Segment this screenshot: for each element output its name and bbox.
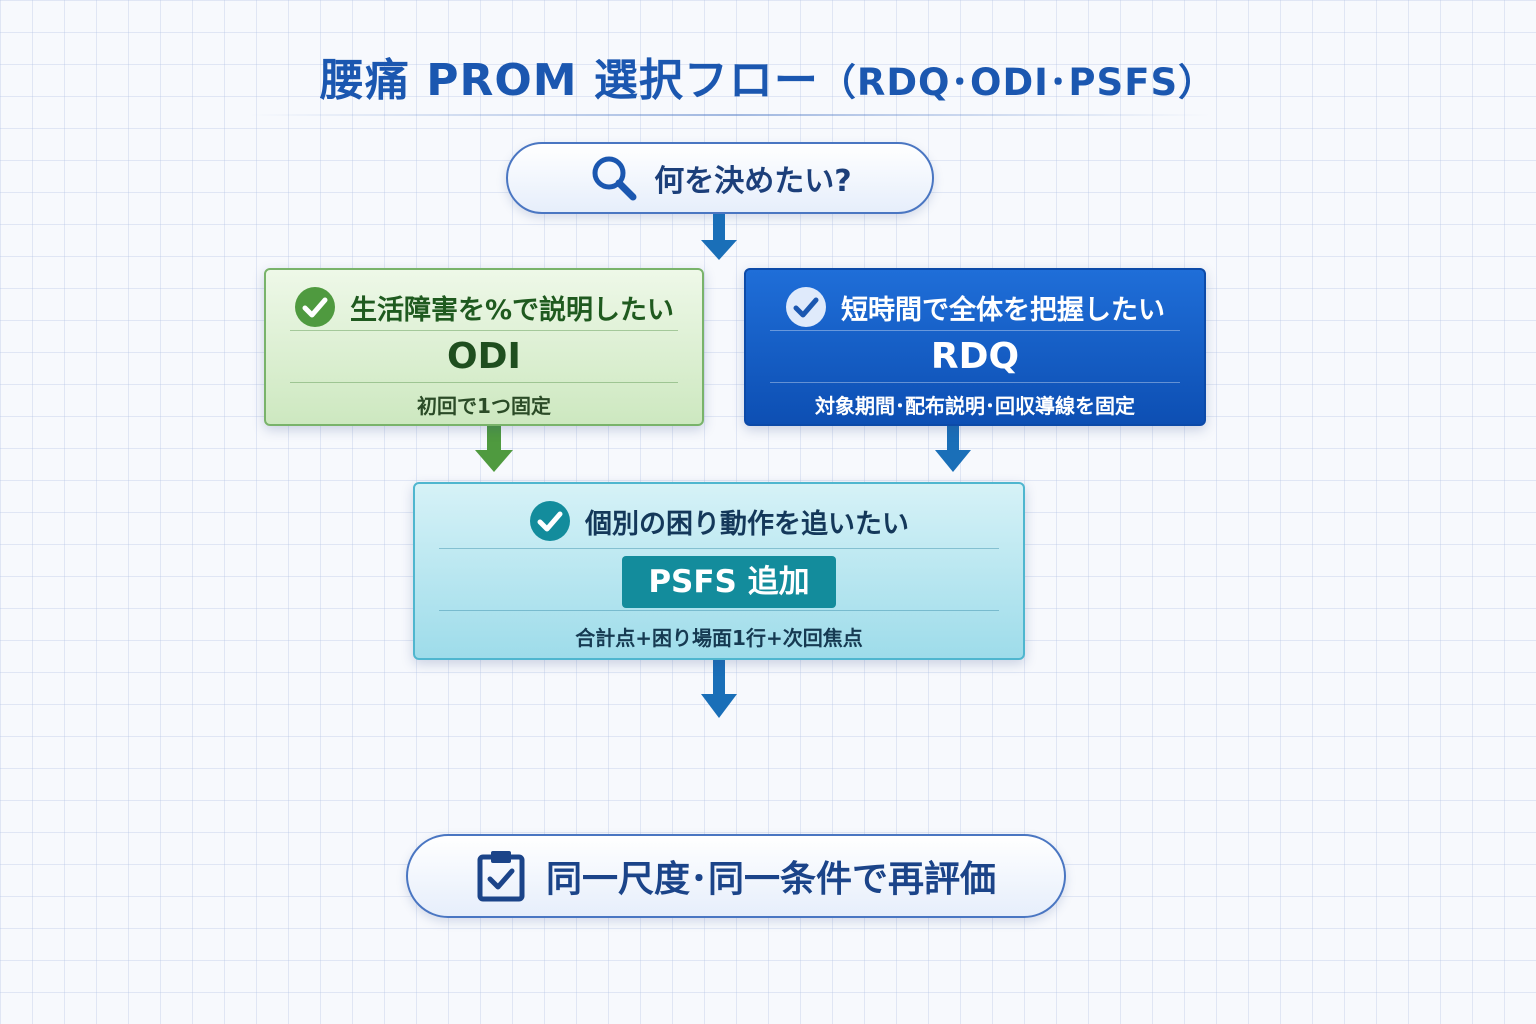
psfs-card: 個別の困り動作を追いたい PSFS 追加 合計点+困り場面1行+次回焦点 [413, 482, 1025, 660]
check-circle-icon [530, 501, 570, 541]
rdq-divider-2 [770, 382, 1180, 383]
odi-card: 生活障害を%で説明したい ODI 初回で1つ固定 [264, 268, 704, 426]
arrow-question-down [701, 214, 737, 260]
rdq-divider [770, 330, 1180, 331]
rdq-tool: RDQ [930, 336, 1020, 377]
check-circle-icon [786, 287, 826, 327]
odi-divider [290, 330, 678, 331]
arrow-psfs-down [701, 660, 737, 718]
rdq-header: 短時間で全体を把握したい [746, 284, 1204, 330]
rdq-heading: 短時間で全体を把握したい [841, 294, 1165, 326]
arrow-odi-to-psfs [475, 426, 513, 472]
outcome-label: 同一尺度･同一条件で再評価 [545, 859, 996, 900]
clipboard-check-icon [477, 851, 525, 902]
odi-tool: ODI [447, 336, 521, 377]
psfs-note: 合計点+困り場面1行+次回焦点 [575, 626, 863, 650]
rdq-note: 対象期間･配布説明･回収導線を固定 [815, 394, 1135, 418]
title-main: 腰痛 PROM 選択フロー [319, 55, 819, 106]
psfs-heading: 個別の困り動作を追いたい [585, 508, 909, 540]
outcome-node: 同一尺度･同一条件で再評価 [406, 834, 1066, 918]
search-icon [592, 156, 637, 201]
odi-heading: 生活障害を%で説明したい [349, 294, 675, 326]
question-label: 何を決めたい? [654, 164, 852, 199]
title-underline [250, 114, 1210, 116]
psfs-tool-badge: PSFS 追加 [622, 556, 836, 608]
title-subtitle: （RDQ･ODI･PSFS） [818, 61, 1217, 104]
page-title: 腰痛 PROM 選択フロー（RDQ･ODI･PSFS） [0, 44, 1536, 108]
psfs-divider-2 [439, 610, 999, 611]
psfs-divider [439, 548, 999, 549]
rdq-card: 短時間で全体を把握したい RDQ 対象期間･配布説明･回収導線を固定 [744, 268, 1206, 426]
question-node: 何を決めたい? [506, 142, 934, 214]
psfs-header: 個別の困り動作を追いたい [415, 498, 1023, 544]
arrow-rdq-to-psfs [935, 426, 971, 472]
odi-note: 初回で1つ固定 [417, 394, 551, 418]
odi-header: 生活障害を%で説明したい [266, 284, 702, 330]
check-circle-icon [294, 287, 335, 327]
odi-divider-2 [290, 382, 678, 383]
